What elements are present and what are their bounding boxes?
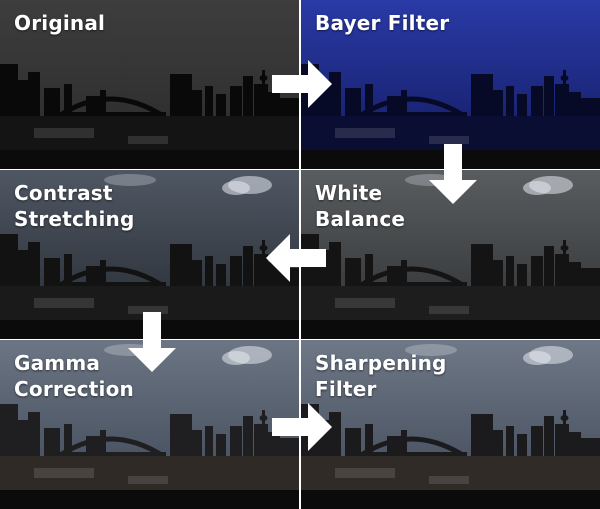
panel-sharpening-filter: Sharpening Filter <box>301 340 600 509</box>
panel-bayer-filter: Bayer Filter <box>301 0 600 169</box>
panel-original: Original <box>0 0 299 169</box>
arrow-gamma-to-sharpening <box>270 395 334 459</box>
photo-original <box>0 0 299 169</box>
panel-label-gamma-correction: Gamma Correction <box>14 351 134 401</box>
panel-contrast-stretching: Contrast Stretching <box>0 170 299 339</box>
panel-label-bayer-filter: Bayer Filter <box>315 11 450 35</box>
panel-white-balance: White Balance <box>301 170 600 339</box>
arrow-white-balance-to-contrast <box>264 226 328 290</box>
arrow-bayer-to-white-balance <box>421 142 485 206</box>
panel-label-sharpening-filter: Sharpening Filter <box>315 351 447 401</box>
photo-contrast-stretching <box>0 170 299 339</box>
arrow-contrast-to-gamma <box>120 310 184 374</box>
photo-bayer-filter <box>301 0 600 169</box>
photo-sharpening-filter <box>301 340 600 509</box>
photo-white-balance <box>301 170 600 339</box>
arrow-original-to-bayer <box>270 52 334 116</box>
panel-label-contrast-stretching: Contrast Stretching <box>14 181 135 231</box>
panel-label-original: Original <box>14 11 106 35</box>
panel-label-white-balance: White Balance <box>315 181 406 231</box>
